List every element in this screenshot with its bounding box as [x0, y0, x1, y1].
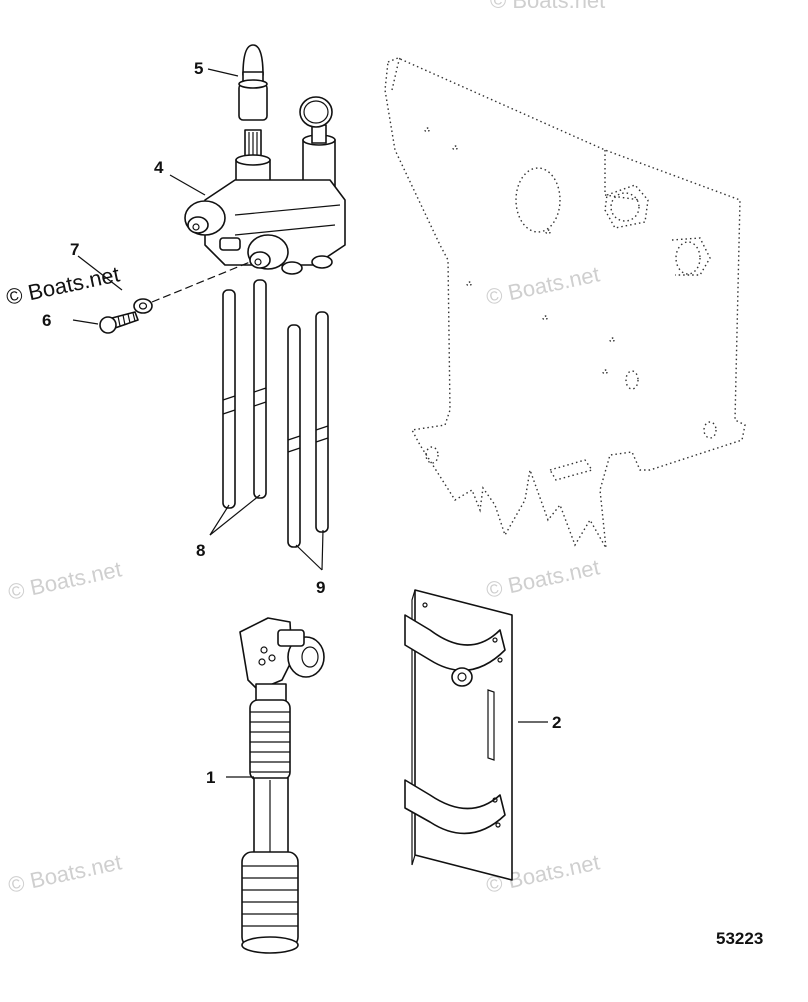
part-7-washer: [133, 298, 153, 314]
watermark-top: © Boats.net: [490, 0, 605, 13]
part-5-plunger: [238, 44, 268, 121]
callout-1: 1: [206, 768, 215, 787]
part-2-bracket: [404, 589, 513, 881]
watermark-left-mid: © Boats.net: [6, 556, 124, 604]
callout-4: 4: [154, 158, 164, 177]
figure-number: 53223: [716, 929, 763, 948]
callout-2: 2: [552, 713, 561, 732]
part-6-screw: [99, 311, 139, 334]
watermarks: © Boats.net © Boats.net © Boats.net © Bo…: [4, 0, 605, 898]
callouts: 5 4 7 6 8 9 1 2: [42, 59, 561, 787]
callout-7: 7: [70, 240, 79, 259]
watermark-left-bottom: © Boats.net: [6, 849, 124, 897]
part-4-valve-block: [184, 96, 346, 275]
watermark-mid-right: © Boats.net: [484, 261, 602, 309]
part-9-tubes: [287, 311, 329, 548]
callout-5: 5: [194, 59, 203, 78]
callout-9: 9: [316, 578, 325, 597]
watermark-dark: © Boats.net: [4, 261, 122, 309]
part-1-handle: [239, 617, 325, 954]
part-8-tubes: [222, 279, 267, 509]
leader-lines: [72, 68, 548, 778]
callout-8: 8: [196, 541, 205, 560]
assembly-dashed-line: [151, 261, 251, 303]
callout-6: 6: [42, 311, 51, 330]
mounting-bracket-outline: [384, 57, 746, 549]
watermark-right-mid: © Boats.net: [484, 554, 602, 602]
